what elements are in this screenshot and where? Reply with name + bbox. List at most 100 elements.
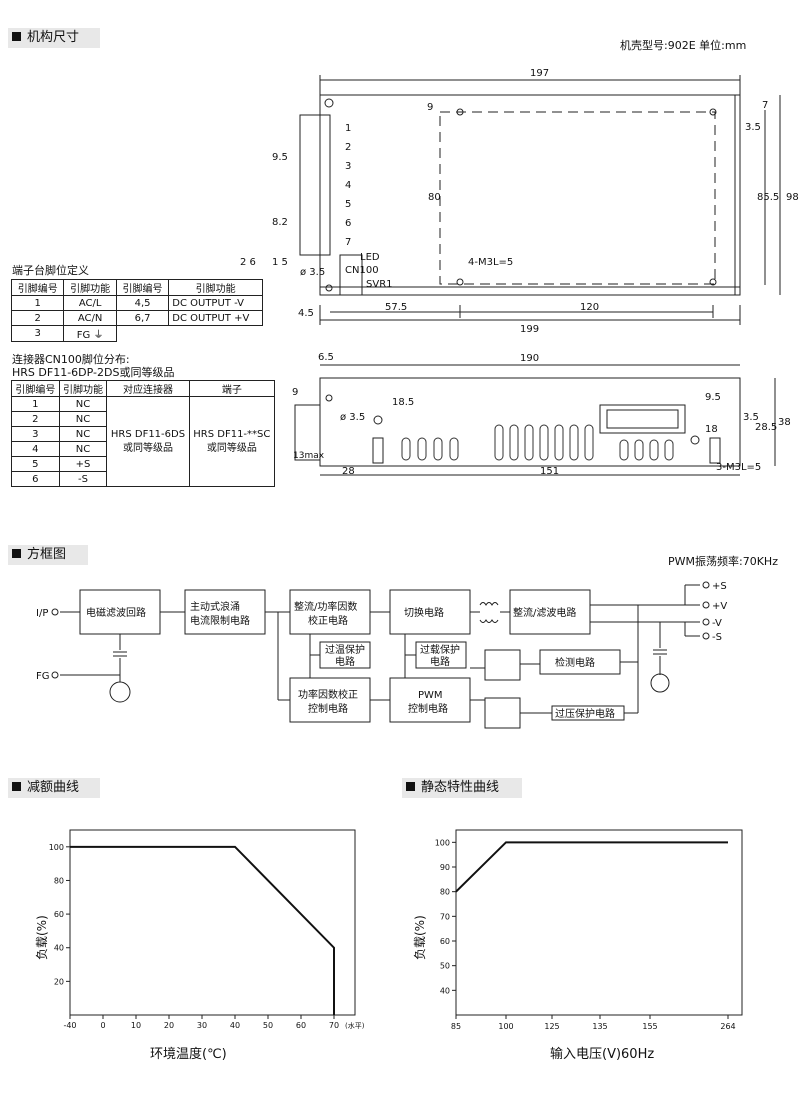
dim-18: 18 (705, 424, 718, 435)
dim-9: 9 (427, 102, 433, 113)
x-tick-label: 40 (230, 1021, 240, 1030)
ovp-block: 过压保护电路 (555, 707, 615, 720)
y-tick-label: 80 (440, 888, 450, 897)
dim-6.5: 6.5 (318, 352, 334, 363)
dim-28.5: 28.5 (755, 422, 777, 433)
y-axis-label: 负载(%) (35, 915, 49, 960)
y-tick-label: 90 (440, 863, 450, 872)
pwm-frequency: PWM振荡频率:70KHz (668, 555, 778, 568)
dim-151: 151 (540, 466, 559, 477)
rect-pfc-block-line2: 校正电路 (308, 614, 348, 627)
plot-frame (455, 829, 743, 1016)
pin-label: 3 (345, 161, 351, 172)
svr-block (339, 254, 363, 296)
connector-title-1: 连接器CN100脚位分布: (12, 353, 130, 366)
terminal-block (299, 114, 331, 256)
y-tick-label: 40 (440, 986, 450, 995)
inrush-block: 主动式浪涌 (190, 600, 240, 613)
x-tick-label: 125 (544, 1022, 559, 1031)
pfc-ctrl-block: 功率因数校正 (298, 688, 358, 701)
pin-label: 5 (345, 199, 351, 210)
top-view-outline (319, 94, 741, 296)
pcb-outline (439, 111, 716, 285)
dim-3.5: 3.5 (745, 122, 761, 133)
ip-label: I/P (36, 608, 48, 619)
y-tick-label: 40 (54, 944, 64, 953)
pwm-block: PWM (418, 690, 443, 701)
cell: -S (58, 471, 108, 487)
dim-hole: ø 3.5 (340, 412, 365, 423)
dim-7: 7 (762, 100, 768, 111)
rect-pfc-block: 整流/功率因数 (294, 600, 357, 613)
inrush-block-line2: 电流限制电路 (190, 614, 250, 627)
x-tick-label: -40 (63, 1021, 76, 1030)
dim-38: 38 (778, 417, 791, 428)
x-tick-label: 10 (131, 1021, 141, 1030)
output-label: +S (712, 581, 727, 592)
output-label: -V (712, 618, 722, 629)
pin-label: 4 (345, 180, 351, 191)
x-tick-label: 20 (164, 1021, 174, 1030)
dim-28: 28 (342, 466, 355, 477)
y-tick-label: 60 (440, 937, 450, 946)
cn100-label: CN100 (345, 265, 379, 276)
cn-pins-label: 1 5 (272, 257, 288, 268)
x-tick-label: 30 (197, 1021, 207, 1030)
cell-term: HRS DF11-**SC 或同等级品 (188, 396, 276, 487)
mechanical-drawing: 197 9 7 3.5 80 85.5 98 9.5 8.2 4-M3L=5 ø… (240, 68, 799, 477)
dim-m3: 3-M3L=5 (716, 462, 761, 473)
dim-120: 120 (580, 302, 599, 313)
dim-8.2: 8.2 (272, 217, 288, 228)
x-tick-label: 100 (498, 1022, 513, 1031)
section-static: 静态特性曲线 (402, 778, 522, 798)
x-tick-label: 50 (263, 1021, 273, 1030)
dim-3.5: 3.5 (743, 412, 759, 423)
x-tick-label: 264 (720, 1022, 735, 1031)
terminal-title: 端子台脚位定义 (12, 264, 89, 277)
section-dimensions: 机构尺寸 (8, 28, 100, 48)
svr1-label: SVR1 (366, 279, 393, 290)
dim-18.5: 18.5 (392, 397, 414, 408)
section-block: 方框图 (8, 545, 88, 565)
dim-199: 199 (520, 324, 539, 335)
dim-80: 80 (428, 192, 441, 203)
x-axis-label: 环境温度(℃) (150, 1046, 227, 1062)
x-tick-label: 135 (592, 1022, 607, 1031)
pfc-ctrl-block-line2: 控制电路 (308, 702, 348, 715)
emi-block: 电磁滤波回路 (86, 606, 146, 619)
dim-98: 98 (786, 192, 799, 203)
dim-57.5: 57.5 (385, 302, 407, 313)
dim-13max: 13max (293, 451, 325, 461)
cell: 6,7 (115, 310, 170, 326)
y-tick-label: 60 (54, 910, 64, 919)
pwm-block-line2: 控制电路 (408, 702, 448, 715)
case-info: 机壳型号:902E 单位:mm (620, 39, 747, 52)
y-tick-label: 20 (54, 977, 64, 986)
cn-pins-label: 2 6 (240, 257, 256, 268)
connector-title-2: HRS DF11-6DP-2DS或同等级品 (12, 366, 175, 379)
pin-label: 1 (345, 123, 351, 134)
section-title: 机构尺寸 (27, 30, 80, 45)
block-diagram: I/P FG 电磁滤波回路 主动式浪涌 电流限制电路 整流/功率因数 校正电路 … (36, 581, 727, 729)
connector-table: 引脚编号 引脚功能 对应连接器 端子 1 NC HRS DF11-6DS 或同等… (11, 380, 276, 487)
switch-block: 切换电路 (404, 606, 444, 619)
dim-9.5: 9.5 (272, 152, 288, 163)
x-axis-label: 输入电压(V)60Hz (550, 1046, 654, 1062)
x-tick-label: 0 (100, 1021, 105, 1030)
x-tick-label: 60 (296, 1021, 306, 1030)
dim-hole: ø 3.5 (300, 267, 325, 278)
side-window (599, 404, 686, 434)
section-derating: 减额曲线 (8, 778, 100, 798)
y-tick-label: 100 (49, 843, 64, 852)
x-tick-label: 155 (642, 1022, 657, 1031)
rect-filter-block: 整流/滤波电路 (513, 606, 576, 619)
derating-line (70, 845, 335, 1015)
section-title: 静态特性曲线 (421, 780, 500, 795)
pin-label: 6 (345, 218, 351, 229)
dim-190: 190 (520, 353, 539, 364)
cell: DC OUTPUT +V (168, 310, 263, 326)
dim-9: 9 (292, 387, 298, 398)
y-tick-label: 100 (435, 838, 450, 847)
plot-frame (69, 829, 356, 1016)
